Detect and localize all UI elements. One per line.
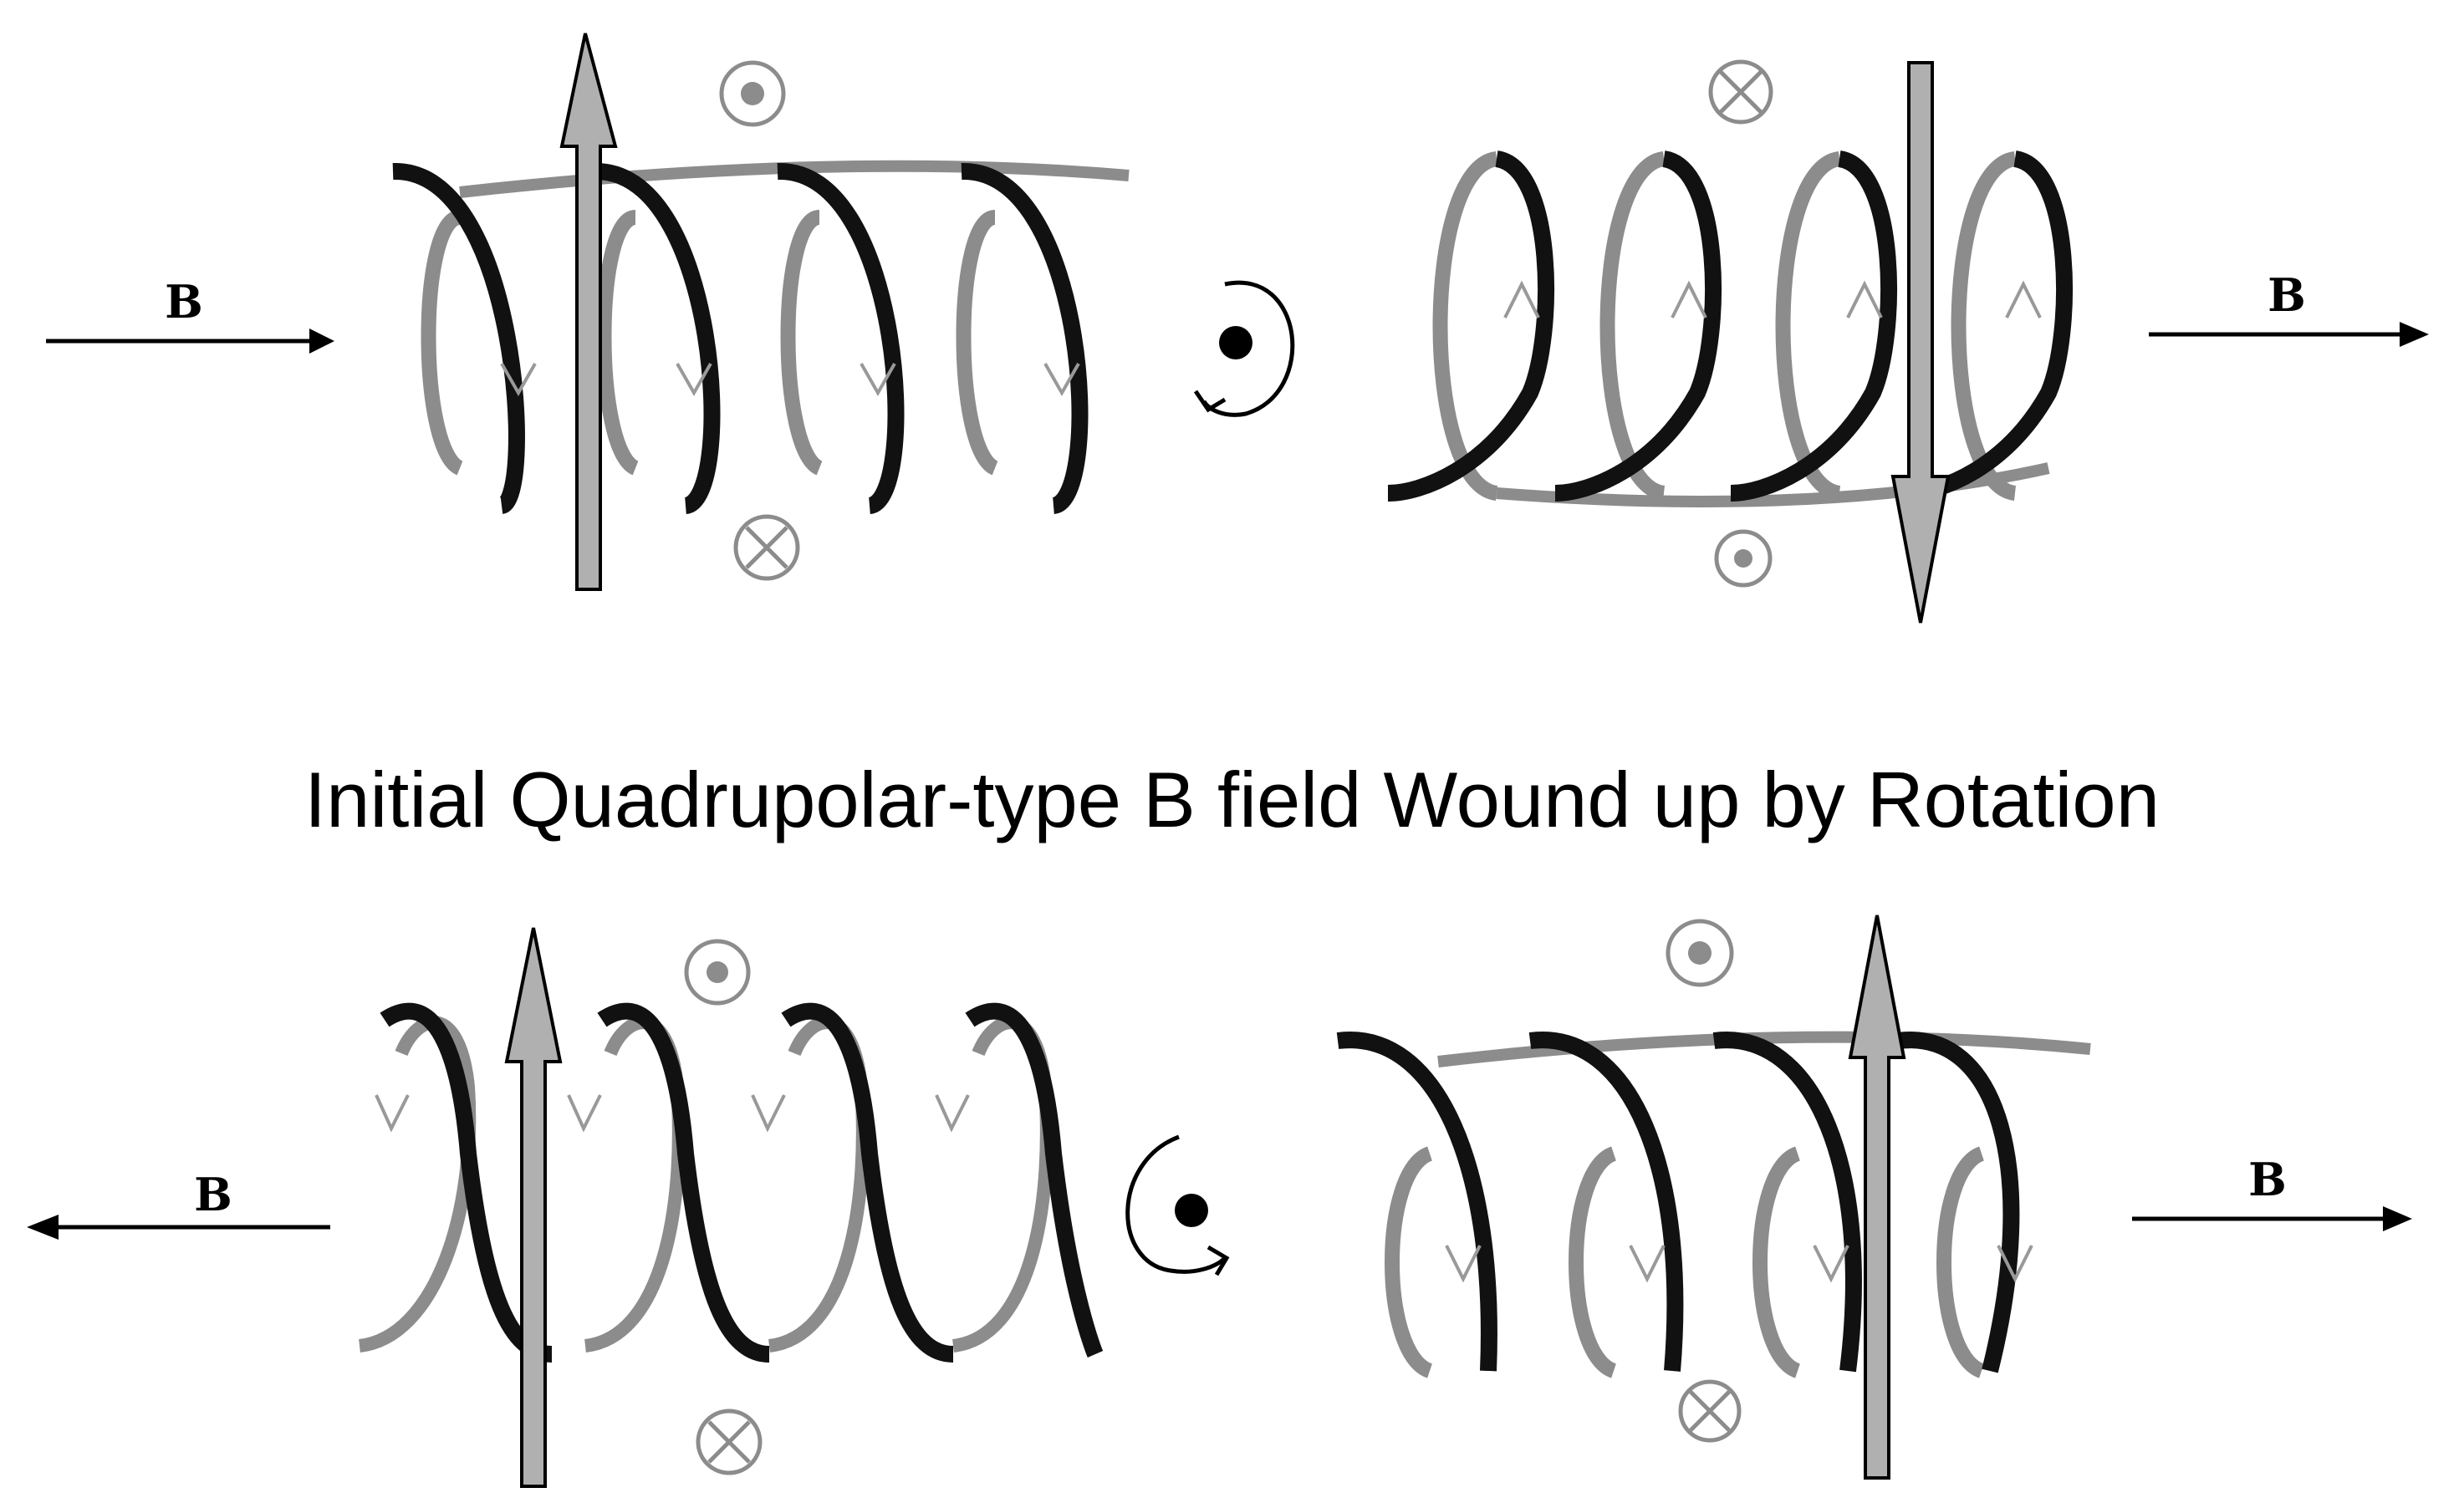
- field-arrow-right: [2149, 322, 2429, 347]
- helix-coil: [1387, 150, 2073, 507]
- cross-icon: [696, 1409, 763, 1475]
- rotation-out-of-page-icon: [1193, 280, 1295, 417]
- cross-icon: [1678, 1379, 1742, 1443]
- current-direction-arrows: [500, 363, 1080, 397]
- field-label: B: [194, 1168, 232, 1221]
- rotation-vector-arrow-up: [504, 927, 563, 1488]
- panel-top-left: B: [46, 33, 1130, 591]
- field-label: B: [165, 275, 203, 329]
- dot-icon: [1666, 919, 1734, 987]
- field-arrow-right: [2132, 1206, 2412, 1231]
- current-direction-arrows: [1445, 1245, 2033, 1283]
- field-arrow-left: [27, 1215, 330, 1240]
- diagram-caption: Initial Quadrupolar-type B field Wound u…: [304, 756, 2160, 843]
- field-label: B: [2268, 268, 2306, 322]
- field-arrow-right: [46, 329, 334, 354]
- cross-icon: [733, 514, 800, 581]
- field-label: B: [2248, 1153, 2287, 1206]
- dot-icon: [719, 60, 786, 127]
- panel-top-right: B: [1387, 59, 2429, 624]
- dot-icon: [1714, 529, 1773, 588]
- rotation-vector-arrow-down: [1890, 61, 1951, 624]
- cross-icon: [1708, 59, 1773, 125]
- helix-coil: [1336, 1031, 2091, 1378]
- current-direction-arrows: [1503, 280, 2042, 318]
- panel-bottom-right: B: [1336, 915, 2412, 1480]
- helix-coil: [358, 1002, 1104, 1363]
- rotation-out-of-page-icon: [1125, 1134, 1230, 1276]
- panel-bottom-left: B: [27, 927, 1104, 1488]
- current-direction-arrows: [375, 1094, 970, 1133]
- rotation-vector-arrow-up: [1848, 915, 1906, 1480]
- dot-icon: [684, 939, 751, 1006]
- helix-coil: [392, 160, 1130, 514]
- rotation-vector-arrow-up: [559, 33, 618, 591]
